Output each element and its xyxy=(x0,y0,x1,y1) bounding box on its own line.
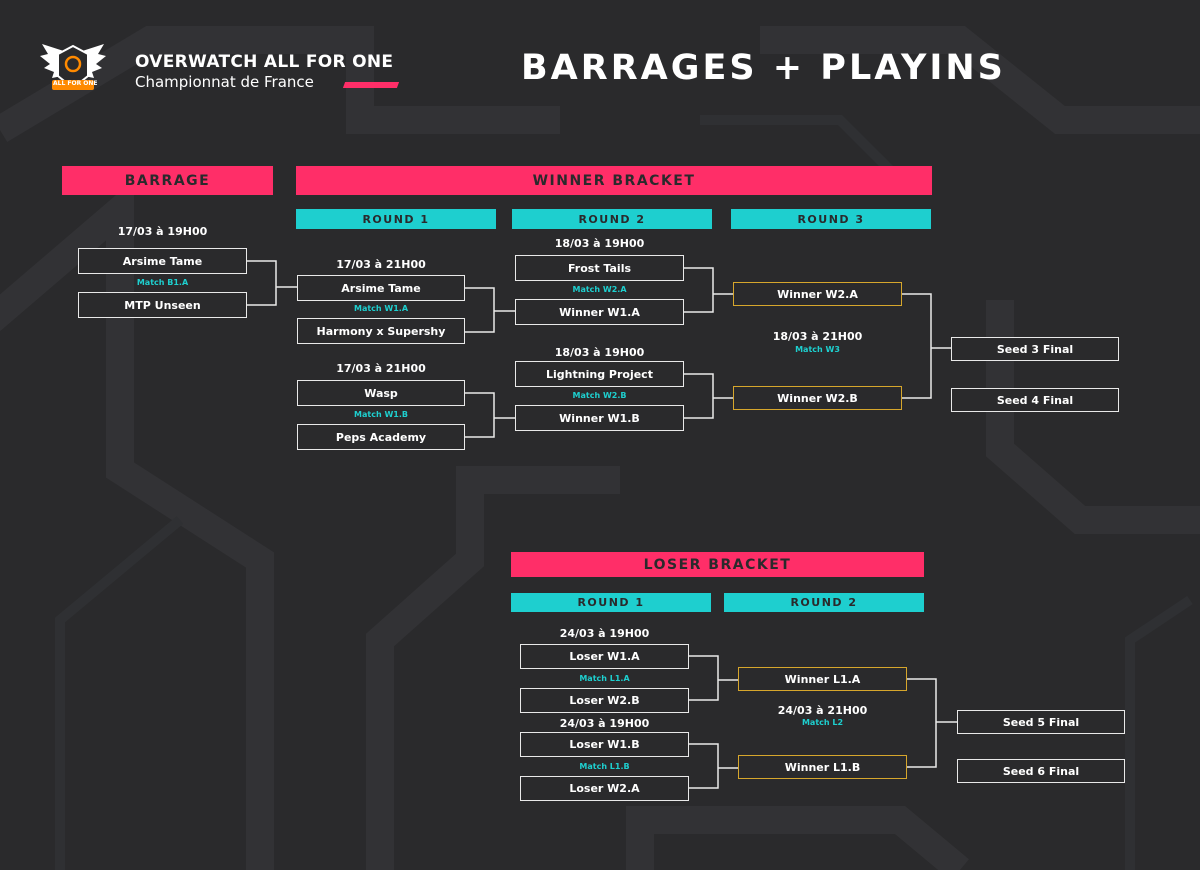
w1b-team1: Wasp xyxy=(297,380,465,406)
w2b-team1: Lightning Project xyxy=(515,361,684,387)
w2a-team1: Frost Tails xyxy=(515,255,684,281)
w2a-match-label: Match W2.A xyxy=(572,285,627,294)
w3-date: 18/03 à 21H00 xyxy=(772,330,863,343)
l2-date: 24/03 à 21H00 xyxy=(777,704,868,717)
barrage-team1: Arsime Tame xyxy=(78,248,247,274)
winner-bracket-header: WINNER BRACKET xyxy=(296,166,932,195)
seed4-final: Seed 4 Final xyxy=(951,388,1119,412)
barrage-date: 17/03 à 19H00 xyxy=(117,225,208,238)
w2a-date: 18/03 à 19H00 xyxy=(554,237,645,250)
w2b-team2: Winner W1.B xyxy=(515,405,684,431)
l1a-team1: Loser W1.A xyxy=(520,644,689,669)
l1a-team2: Loser W2.B xyxy=(520,688,689,713)
w1b-match-label: Match W1.B xyxy=(354,410,408,419)
page-title: BARRAGES + PLAYINS xyxy=(521,48,1006,88)
l1a-date: 24/03 à 19H00 xyxy=(559,627,650,640)
l1b-team1: Loser W1.B xyxy=(520,732,689,757)
brand-title: OVERWATCH ALL FOR ONE xyxy=(135,52,394,72)
barrage-team2: MTP Unseen xyxy=(78,292,247,318)
overwatch-wings-logo xyxy=(40,44,106,90)
loser-round2-header: ROUND 2 xyxy=(724,593,924,612)
w2b-match-label: Match W2.B xyxy=(572,391,627,400)
l2-team2: Winner L1.B xyxy=(738,755,907,779)
l2-match-label: Match L2 xyxy=(801,718,844,727)
w1b-date: 17/03 à 21H00 xyxy=(336,362,426,375)
w3-team1: Winner W2.A xyxy=(733,282,902,306)
l2-team1: Winner L1.A xyxy=(738,667,907,691)
barrage-match-label: Match B1.A xyxy=(136,278,189,287)
seed3-final: Seed 3 Final xyxy=(951,337,1119,361)
seed6-final: Seed 6 Final xyxy=(957,759,1125,783)
w3-match-label: Match W3 xyxy=(795,345,840,354)
brand-accent-bar xyxy=(342,82,400,88)
winner-round1-header: ROUND 1 xyxy=(296,209,496,229)
winner-round3-header: ROUND 3 xyxy=(731,209,931,229)
loser-bracket-header: LOSER BRACKET xyxy=(511,552,924,577)
seed5-final: Seed 5 Final xyxy=(957,710,1125,734)
barrage-header: BARRAGE xyxy=(62,166,273,195)
w1a-team1: Arsime Tame xyxy=(297,275,465,301)
l1b-team2: Loser W2.A xyxy=(520,776,689,801)
l1a-match-label: Match L1.A xyxy=(579,674,630,683)
logo-text: ALL FOR ONE xyxy=(53,80,98,87)
w1a-match-label: Match W1.A xyxy=(353,304,409,313)
w2a-team2: Winner W1.A xyxy=(515,299,684,325)
w1b-team2: Peps Academy xyxy=(297,424,465,450)
loser-round1-header: ROUND 1 xyxy=(511,593,711,612)
winner-round2-header: ROUND 2 xyxy=(512,209,712,229)
l1b-date: 24/03 à 19H00 xyxy=(559,717,650,730)
w1a-team2: Harmony x Supershy xyxy=(297,318,465,344)
w1a-date: 17/03 à 21H00 xyxy=(336,258,426,271)
l1b-match-label: Match L1.B xyxy=(579,762,630,771)
w2b-date: 18/03 à 19H00 xyxy=(554,346,645,359)
brand-subtitle: Championnat de France xyxy=(135,73,314,91)
w3-team2: Winner W2.B xyxy=(733,386,902,410)
